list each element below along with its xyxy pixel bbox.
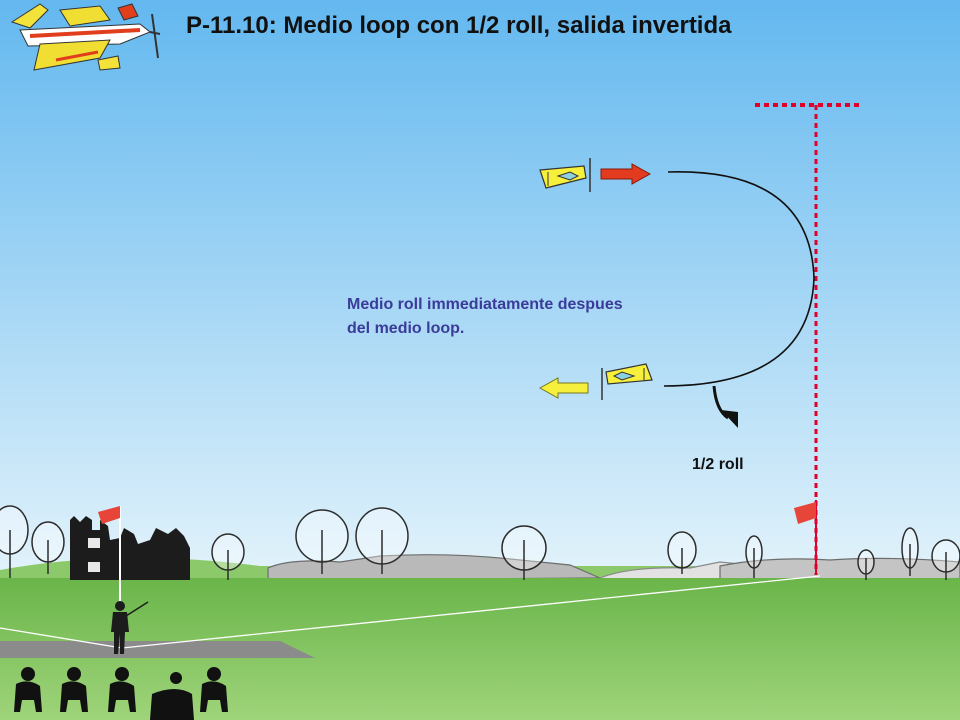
airplane-inverted-exit <box>601 363 653 400</box>
exit-direction-arrow <box>538 377 589 399</box>
flag-pilot-line <box>98 506 121 605</box>
half-roll-arrow <box>712 385 738 428</box>
castle-ruin <box>70 516 190 580</box>
sight-line-left <box>0 627 123 649</box>
half-loop-path <box>663 171 815 387</box>
logo-airplane-illustration <box>10 3 161 71</box>
half-roll-label: 1/2 roll <box>692 456 744 473</box>
page-title: P-11.10: Medio loop con 1/2 roll, salida… <box>186 12 732 39</box>
spectator-silhouettes <box>14 667 228 720</box>
maneuver-note-line2: del medio loop. <box>347 320 465 337</box>
maneuver-note: Medio roll immediatamente despues del me… <box>347 293 623 341</box>
maneuver-note-line1: Medio roll immediatamente despues <box>347 296 623 313</box>
airplane-upright-entry <box>539 158 591 192</box>
reference-pole <box>755 103 862 575</box>
sky <box>0 0 960 580</box>
rock-ridge-right <box>719 557 960 582</box>
tree-silhouettes <box>0 505 960 580</box>
rock-ridge-left <box>267 554 601 581</box>
pilot-figure <box>111 601 149 654</box>
sight-line-right <box>121 575 821 649</box>
entry-direction-arrow <box>600 163 652 185</box>
runway <box>0 641 315 658</box>
